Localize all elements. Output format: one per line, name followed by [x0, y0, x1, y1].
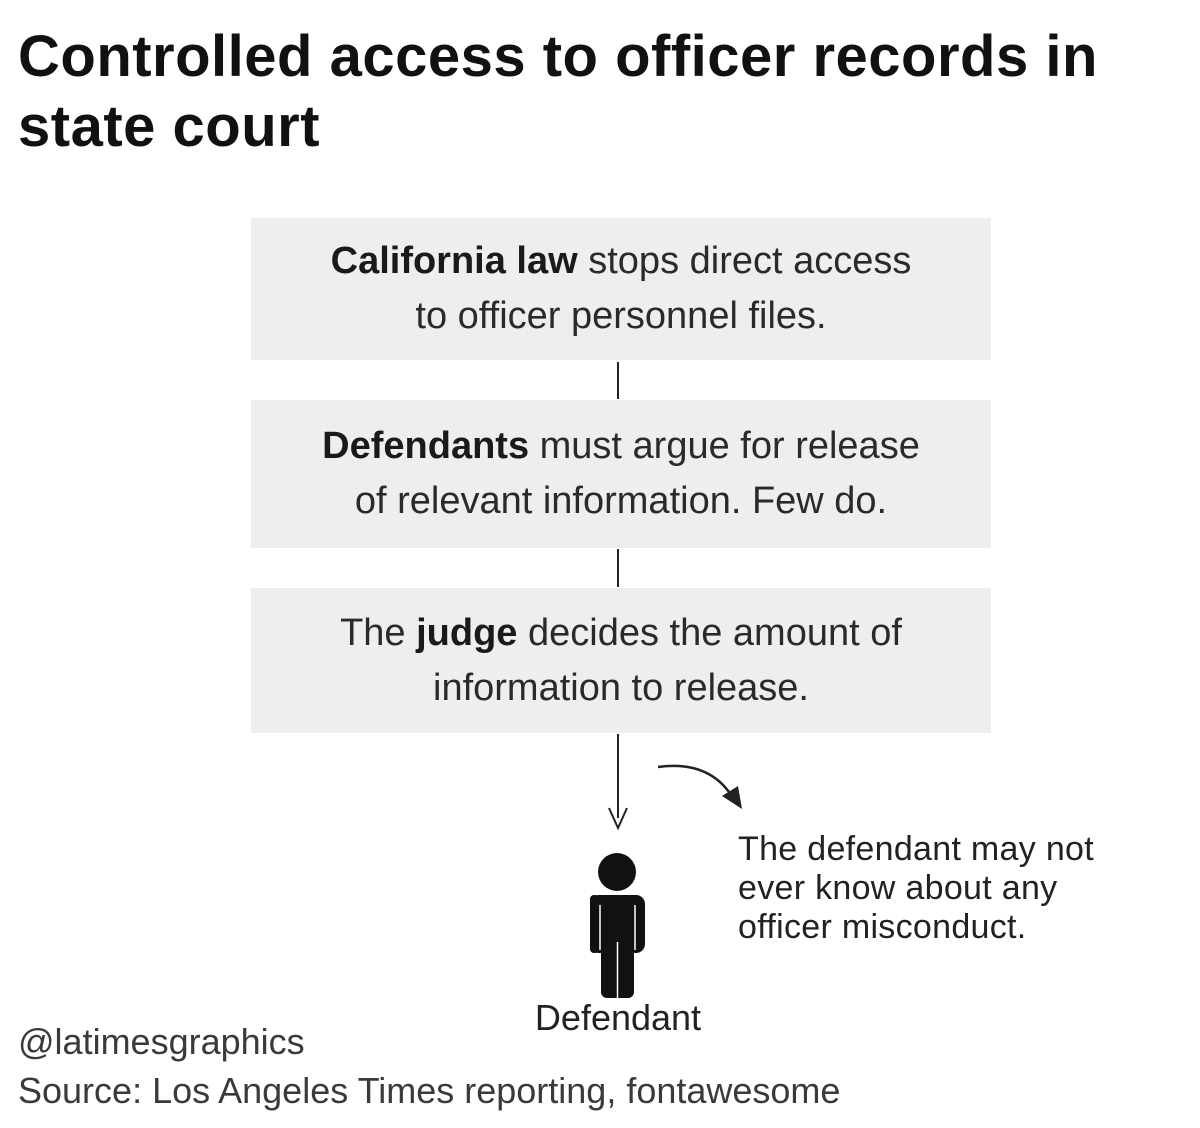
page-title: Controlled access to officer records in …: [18, 24, 1098, 159]
outcome-note: The defendant may not ever know about an…: [738, 830, 1178, 947]
step-keyword: judge: [416, 611, 518, 654]
step-text-line1: stops direct access: [577, 240, 912, 282]
step-text-line2: to officer personnel files.: [415, 295, 827, 337]
source-line: Source: Los Angeles Times reporting, fon…: [18, 1070, 841, 1111]
note-line: The defendant may not: [738, 830, 1094, 868]
step-text: The judge decides the amount of informati…: [340, 606, 902, 716]
step-box-california-law: California law stops direct access to off…: [251, 218, 991, 360]
step-text: Defendants must argue for release of rele…: [322, 419, 920, 529]
step-text-line2: information to release.: [433, 666, 809, 709]
step-box-defendants: Defendants must argue for release of rele…: [251, 400, 991, 548]
step-keyword: California law: [330, 240, 578, 282]
person-icon: [590, 853, 645, 998]
connector-line: [617, 362, 619, 399]
step-text-line1: decides the amount of: [517, 611, 902, 654]
step-text: California law stops direct access to off…: [331, 234, 912, 344]
defendant-label: Defendant: [534, 997, 702, 1038]
credit-handle: @latimesgraphics: [18, 1021, 305, 1062]
step-text-prefix: The: [340, 611, 417, 654]
note-line: officer misconduct.: [738, 908, 1027, 946]
connector-line: [617, 549, 619, 587]
down-arrow-icon: [608, 734, 628, 831]
step-text-line1: must argue for release: [529, 425, 920, 467]
step-keyword: Defendants: [322, 425, 530, 467]
step-box-judge: The judge decides the amount of informati…: [251, 588, 991, 733]
curved-arrow-icon: [657, 764, 742, 809]
step-text-line2: of relevant information. Few do.: [354, 480, 888, 522]
note-line: ever know about any: [738, 869, 1058, 907]
